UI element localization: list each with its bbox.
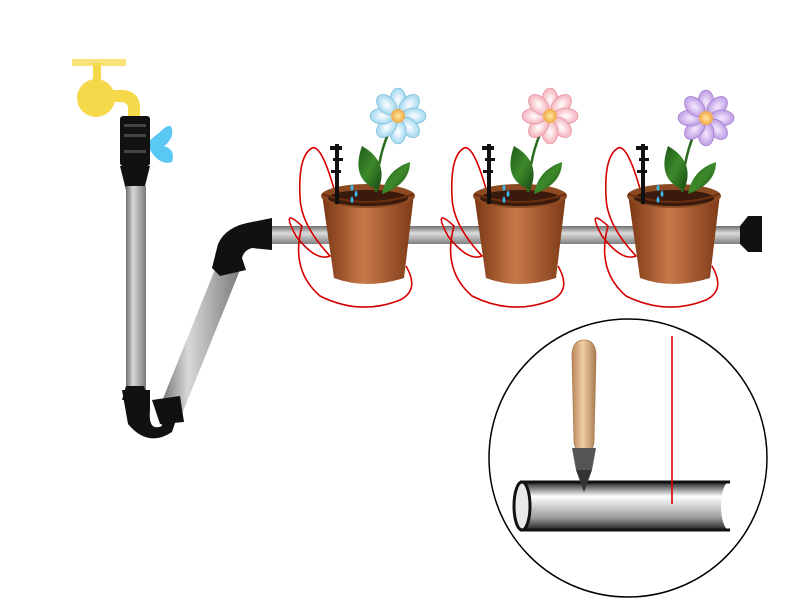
dripper-stake (335, 144, 339, 204)
tap-icon (72, 59, 140, 120)
inset-pipe (512, 480, 737, 532)
water-drop-icon (656, 184, 664, 203)
flower-purple (677, 89, 735, 147)
valve-icon (120, 116, 173, 190)
flower-blue (369, 87, 427, 145)
drip-tube (288, 147, 413, 308)
drip-tube (440, 147, 565, 308)
dripper-stake (641, 144, 645, 204)
awl-icon (571, 339, 597, 492)
leaf (664, 146, 688, 190)
potted-plant-3 (594, 89, 735, 308)
drip-tube (594, 147, 719, 308)
inset-detail (488, 318, 768, 598)
leaf (382, 162, 410, 194)
leaf (534, 162, 562, 194)
potted-plant-2 (440, 87, 579, 308)
water-drop-icon (350, 184, 358, 203)
water-drop-icon (502, 184, 510, 203)
dripper-stake (487, 144, 491, 204)
leaf (510, 146, 534, 190)
leaf (358, 146, 382, 190)
flower-pink (521, 87, 579, 145)
leaf (688, 162, 716, 194)
potted-plant-1 (288, 87, 427, 308)
